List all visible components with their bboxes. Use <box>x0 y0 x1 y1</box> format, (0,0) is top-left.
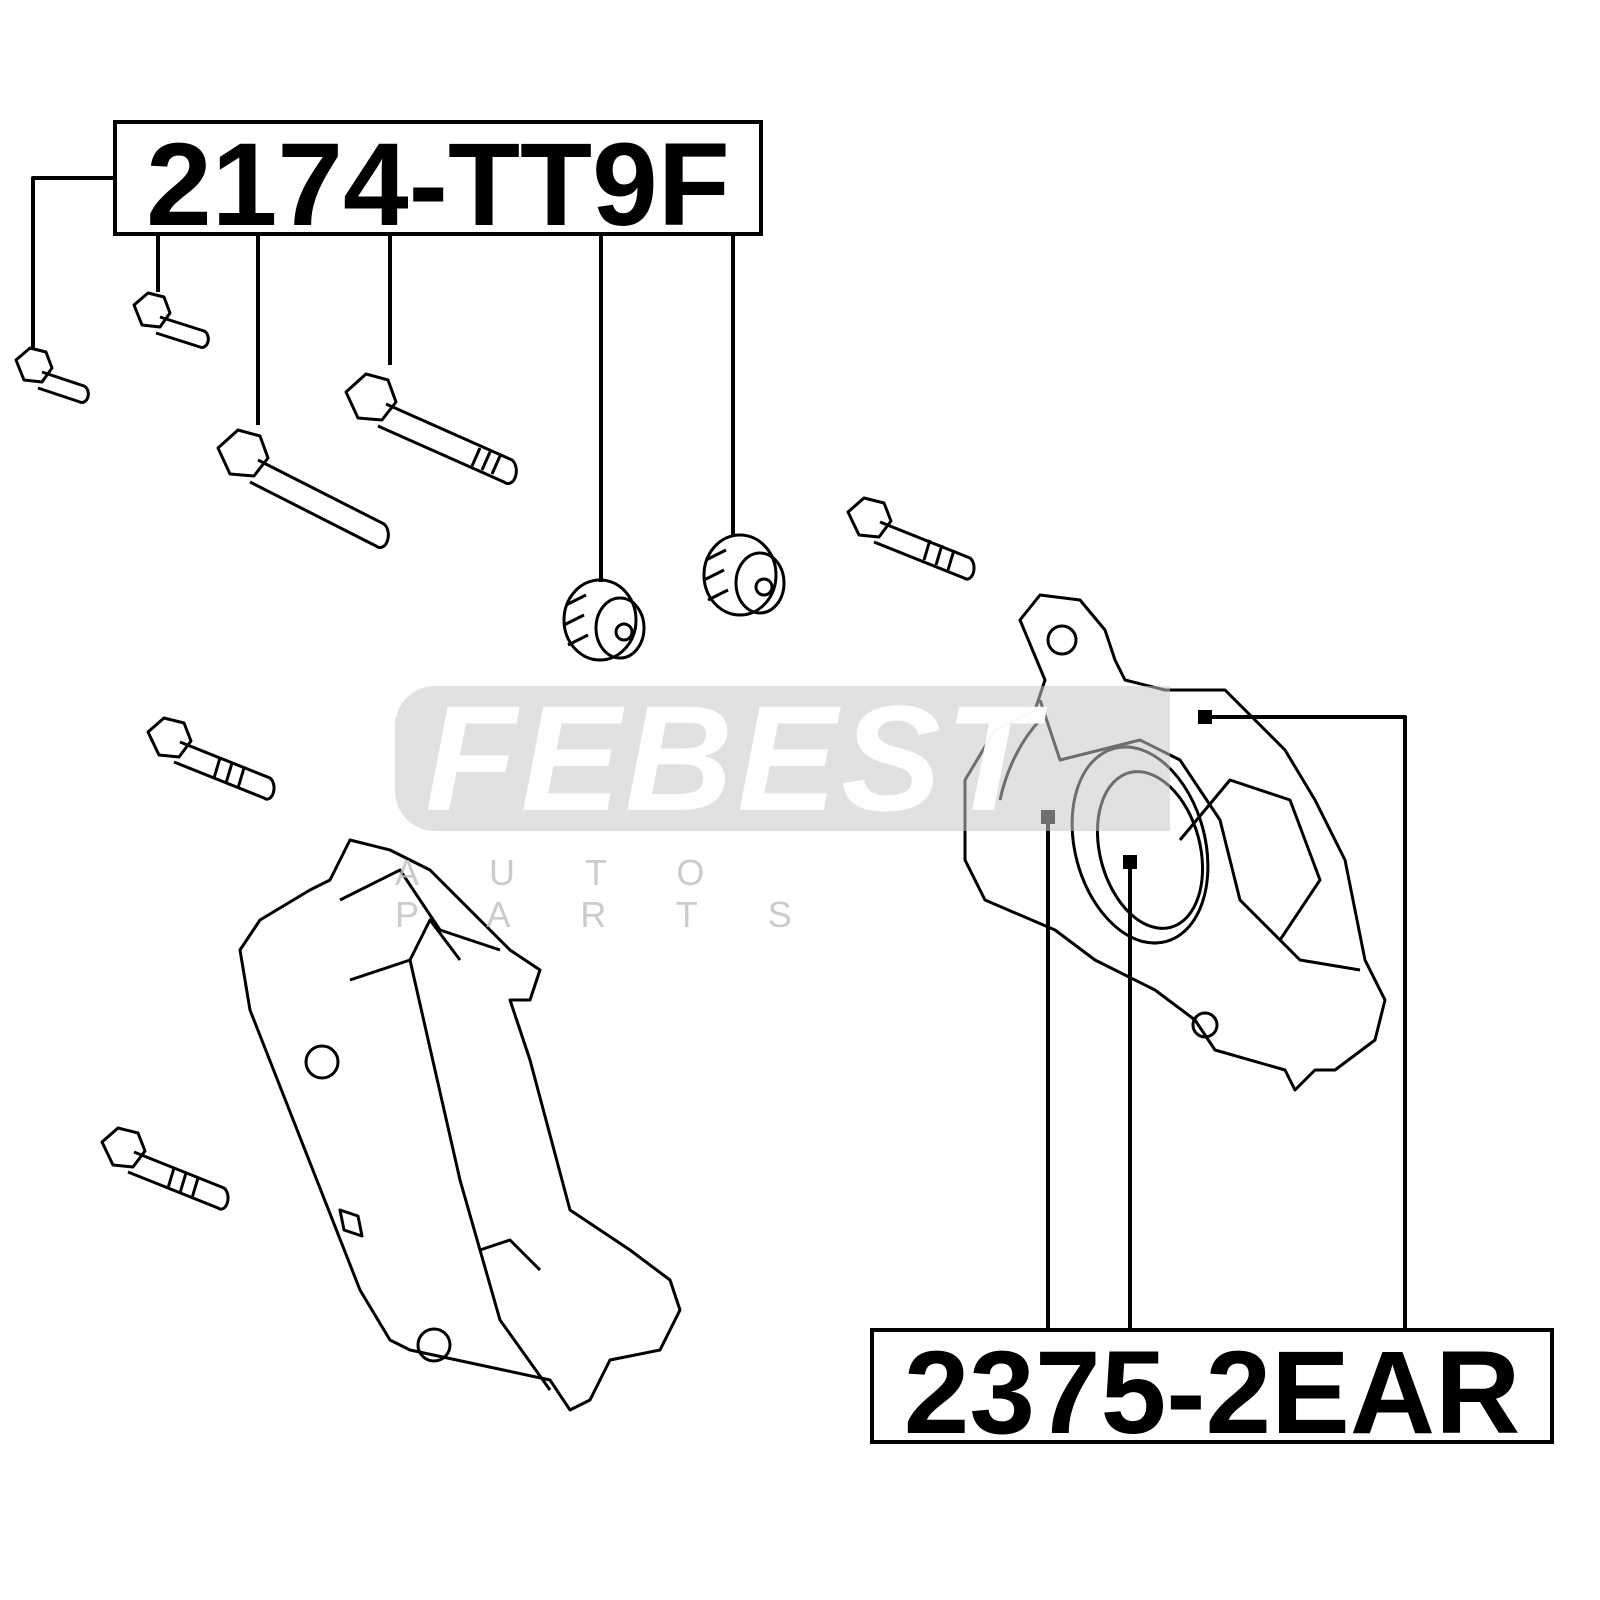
bolt-left-upper <box>146 716 276 801</box>
bushing-2 <box>702 533 786 617</box>
brake-caliper <box>963 593 1387 1092</box>
bolt-right <box>846 496 976 581</box>
small-bolt-2 <box>132 291 210 349</box>
bushing-1 <box>562 578 646 662</box>
watermark-brand: FEBEST <box>395 683 1170 833</box>
part-number-label-top: 2174-TT9F <box>113 120 763 244</box>
small-bolt-1 <box>14 346 90 404</box>
watermark-tagline: AUTO PARTS <box>395 852 862 935</box>
guide-pin-threaded <box>344 372 518 486</box>
caliper-bracket <box>238 838 682 1412</box>
leader-lines-bottom <box>1046 715 1407 1328</box>
leader-lines-top <box>31 176 735 582</box>
part-number-label-bottom: 2375-2EAR <box>870 1328 1554 1452</box>
guide-pin-long <box>216 428 390 550</box>
bolt-left-lower <box>100 1126 230 1211</box>
